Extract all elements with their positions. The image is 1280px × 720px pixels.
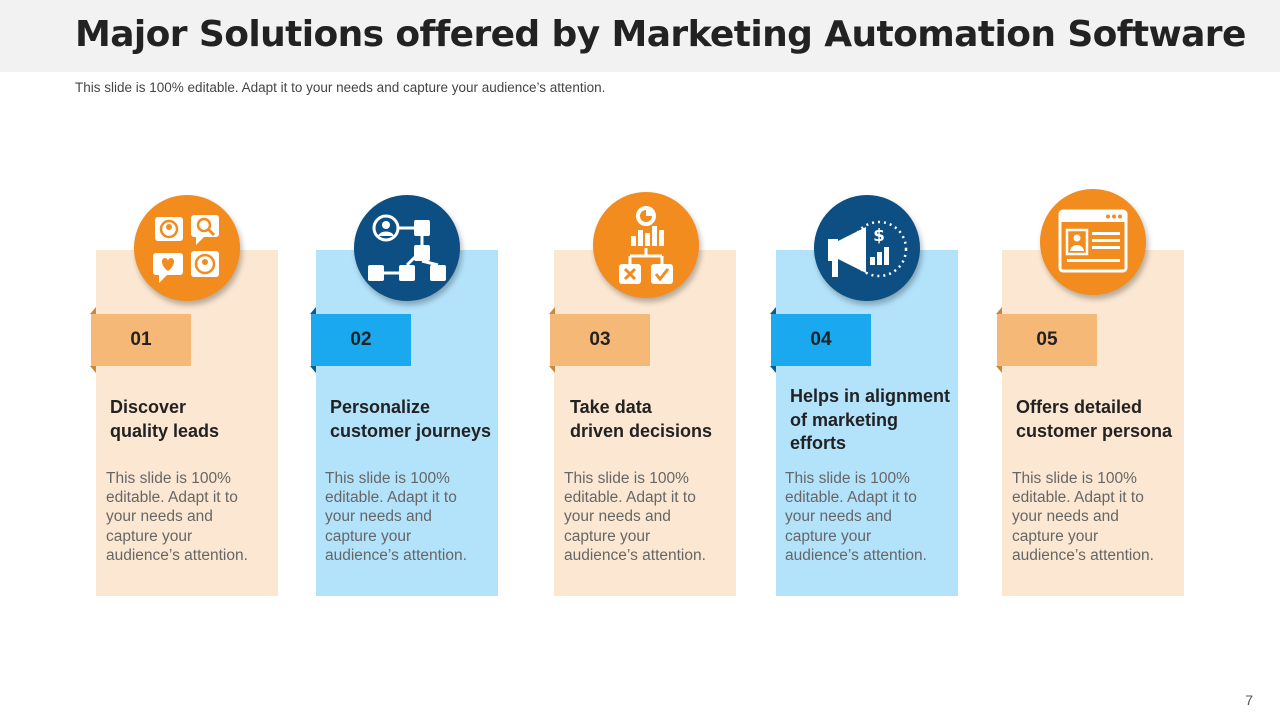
leads-chat-icon: [153, 215, 219, 283]
step-number-badge: 04: [771, 314, 871, 366]
solution-heading: Helps in alignment of marketing efforts: [790, 386, 951, 453]
solution-icon-circle: [134, 195, 240, 301]
solution-card-2: [316, 250, 498, 596]
svg-text:$: $: [873, 226, 885, 246]
solution-heading: Offers detailed customer persona: [1016, 397, 1173, 441]
marketing-megaphone-icon: $: [828, 220, 908, 278]
tab-fold: [90, 366, 96, 373]
tab-fold: [310, 307, 316, 314]
tab-fold: [90, 307, 96, 314]
solution-heading: Personalize customer journeys: [330, 397, 492, 441]
tab-fold: [996, 307, 1002, 314]
data-decision-icon: [619, 206, 673, 284]
slide-subtitle: This slide is 100% editable. Adapt it to…: [75, 80, 606, 95]
solution-heading: Discover quality leads: [110, 397, 220, 441]
solution-card-1: [96, 250, 278, 596]
solution-description: This slide is 100% editable. Adapt it to…: [325, 470, 467, 564]
solution-icon-circle: [593, 192, 699, 298]
title-bar: [0, 0, 1280, 72]
solution-description: This slide is 100% editable. Adapt it to…: [564, 470, 706, 564]
solution-description: This slide is 100% editable. Adapt it to…: [785, 470, 927, 564]
solution-icon-circle: [1040, 189, 1146, 295]
tab-fold: [996, 366, 1002, 373]
step-number-badge: 05: [997, 314, 1097, 366]
solution-description: This slide is 100% editable. Adapt it to…: [1012, 470, 1154, 564]
customer-journey-icon: [368, 214, 446, 281]
persona-profile-icon: [1058, 209, 1128, 273]
tab-fold: [770, 307, 776, 314]
slide-title: Major Solutions offered by Marketing Aut…: [75, 14, 1246, 55]
solution-heading: Take data driven decisions: [570, 397, 713, 441]
step-number-badge: 03: [550, 314, 650, 366]
tab-fold: [549, 307, 555, 314]
tab-fold: [770, 366, 776, 373]
solution-description: This slide is 100% editable. Adapt it to…: [106, 470, 248, 564]
solution-card-4: [776, 250, 958, 596]
page-number: 7: [1245, 692, 1253, 708]
solution-icon-circle: [354, 195, 460, 301]
solution-icon-circle: $: [814, 195, 920, 301]
solution-card-3: [554, 250, 736, 596]
tab-fold: [549, 366, 555, 373]
tab-fold: [310, 366, 316, 373]
solution-card-5: [1002, 250, 1184, 596]
step-number-badge: 01: [91, 314, 191, 366]
step-number-badge: 02: [311, 314, 411, 366]
